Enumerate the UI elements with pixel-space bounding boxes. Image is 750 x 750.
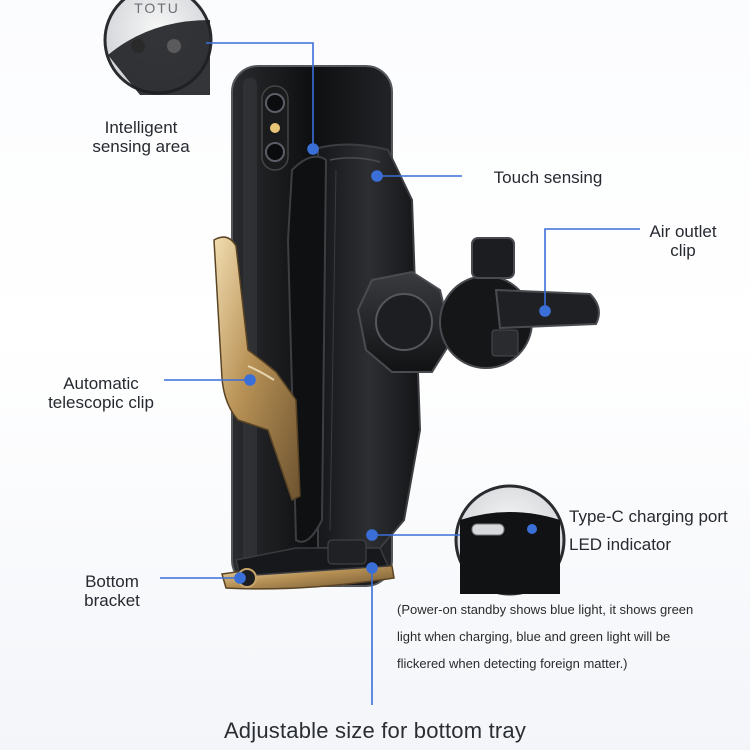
led-note-line: light when charging, blue and green ligh…: [397, 629, 671, 644]
callout-bottom-bracket: Bottom bracket: [84, 572, 140, 610]
callout-intelligent-sensing: Intelligent sensing area: [92, 118, 190, 156]
led-note-line: flickered when detecting foreign matter.…: [397, 656, 628, 671]
callout-lines: [160, 42, 640, 705]
air-outlet-clip: [356, 237, 600, 373]
callout-touch-sensing: Touch sensing: [493, 168, 603, 187]
callout-led-indicator: LED indicator: [569, 535, 672, 554]
callout-type-c-port: Type-C charging port: [569, 507, 728, 526]
bottom-caption: Adjustable size for bottom tray: [223, 718, 527, 743]
callout-telescopic-clip: Automatic telescopic clip: [48, 374, 154, 412]
telescopic-clip: [213, 236, 301, 502]
sensing-area-inset: [103, 0, 213, 95]
callout-air-outlet-clip: Air outlet clip: [649, 222, 717, 260]
type-c-inset: [454, 484, 566, 596]
logo-text: TOTU: [134, 0, 180, 16]
led-note-line: (Power-on standby shows blue light, it s…: [397, 602, 694, 617]
led-note: (Power-on standby shows blue light, it s…: [397, 596, 749, 677]
